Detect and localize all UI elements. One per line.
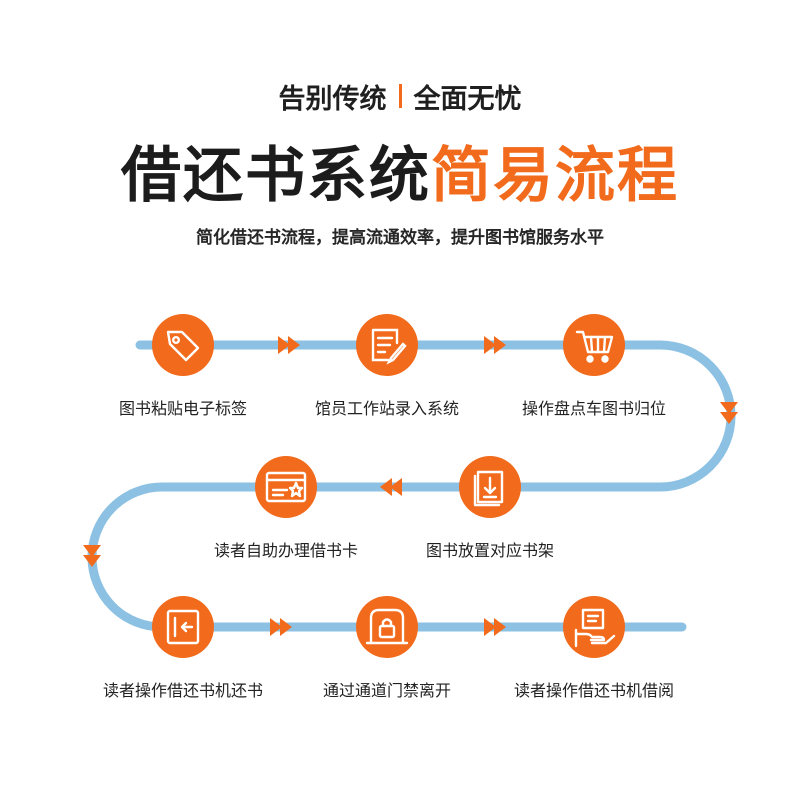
arrow-left-icon (380, 478, 402, 496)
step-1-label: 图书粘贴电子标签 (118, 399, 247, 418)
borrow-hand-icon (574, 608, 616, 648)
tagline: 告别传统 全面无忧 (0, 74, 800, 118)
title-dark: 借还书系统 (121, 140, 431, 211)
flow-track (87, 340, 736, 632)
step-8-node (563, 596, 625, 658)
step-2-node (356, 314, 418, 376)
arrow-right-icon (484, 618, 506, 636)
step-8-label: 读者操作借还书机借阅 (513, 681, 674, 700)
step-7-node (356, 596, 418, 658)
arrow-down-icon (83, 545, 101, 567)
arrow-right-icon (484, 336, 506, 354)
step-6-label: 读者操作借还书机还书 (102, 681, 263, 700)
arrow-right-icon (270, 618, 292, 636)
step-3-node (563, 314, 625, 376)
step-5-node (255, 456, 317, 518)
tagline-divider (398, 84, 402, 108)
step-5-label: 读者自助办理借书卡 (213, 541, 358, 560)
arrow-right-icon (278, 336, 300, 354)
return-machine-icon (166, 609, 200, 645)
step-3-label: 操作盘点车图书归位 (521, 399, 666, 418)
flow-arrows (83, 336, 738, 636)
gate-lock-icon (365, 608, 409, 645)
title-accent: 简易流程 (431, 140, 679, 211)
cart-icon (575, 330, 614, 363)
tagline-right: 全面无忧 (413, 83, 522, 115)
step-6-node (152, 596, 214, 658)
tagline-left: 告别传统 (278, 83, 387, 115)
step-4-node (459, 456, 521, 518)
book-download-icon (473, 470, 504, 507)
step-1-node (152, 314, 214, 376)
page-subtitle: 简化借还书流程，提高流通效率，提升图书馆服务水平 (196, 228, 604, 248)
step-4-label: 图书放置对应书架 (425, 541, 554, 560)
arrow-down-icon (720, 402, 738, 424)
tag-icon (166, 330, 200, 362)
page-title: 借还书系统简易流程 (0, 130, 800, 211)
step-2-label: 馆员工作站录入系统 (314, 399, 459, 418)
card-star-icon (265, 471, 307, 503)
step-7-label: 通过通道门禁离开 (322, 681, 451, 700)
edit-document-icon (371, 328, 407, 365)
